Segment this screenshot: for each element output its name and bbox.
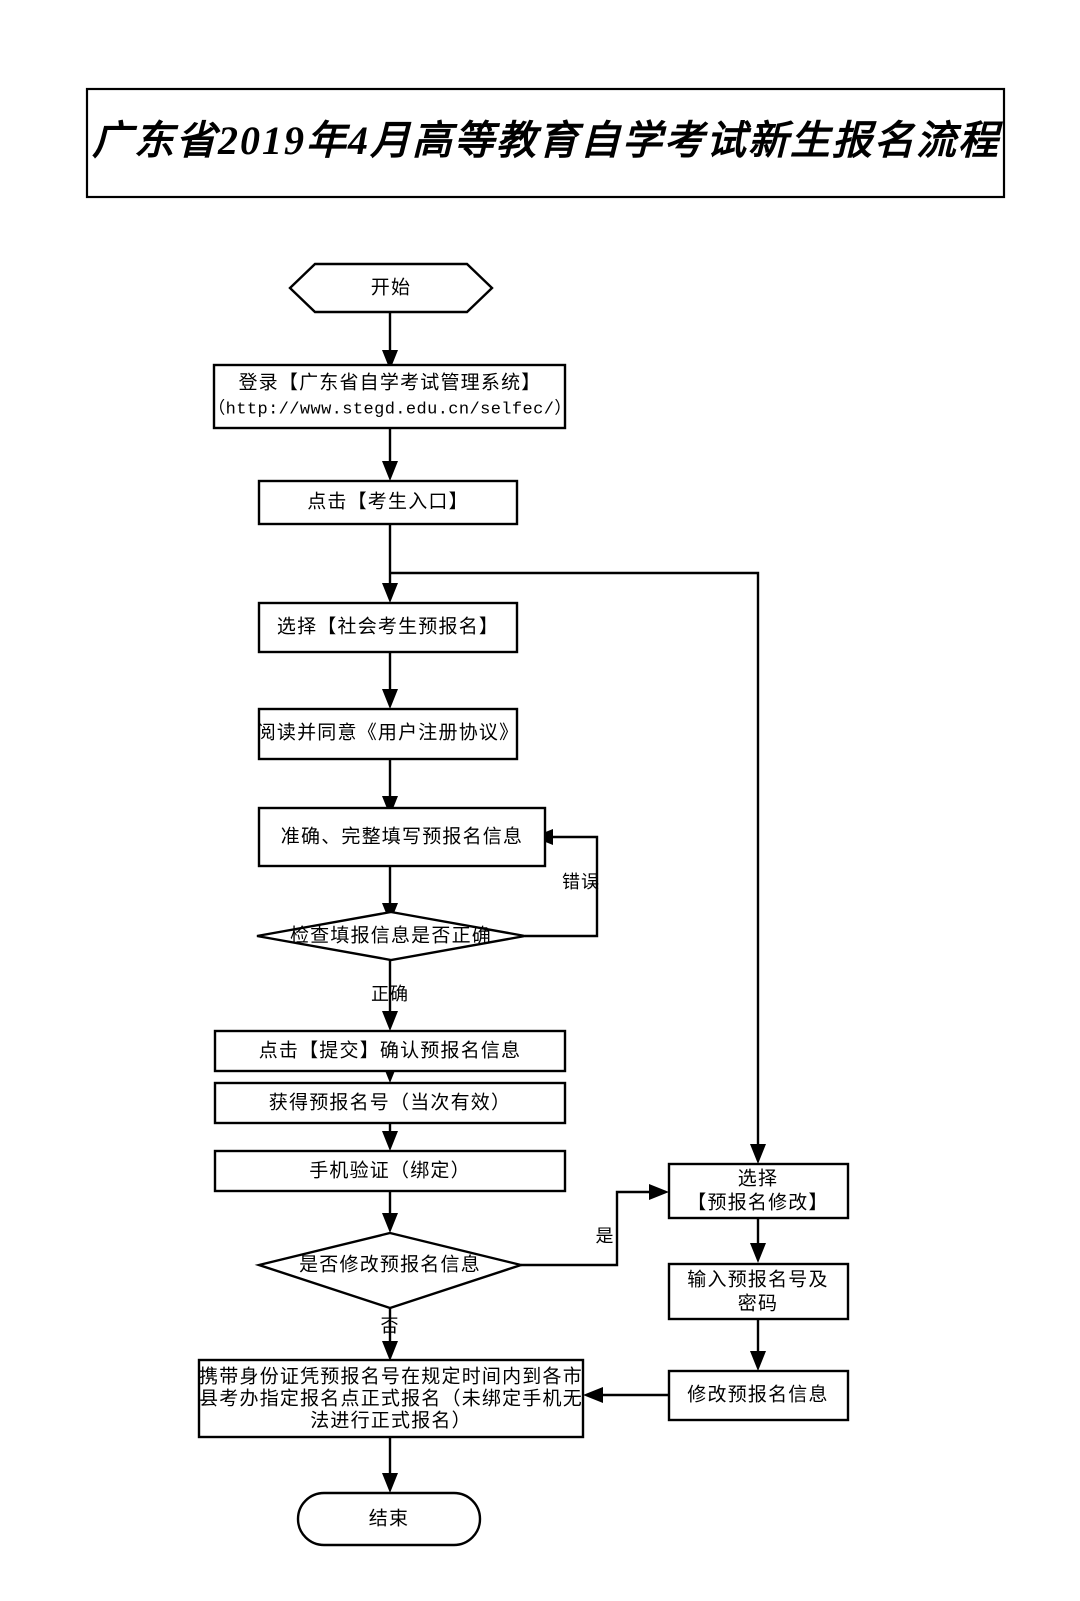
node-login[interactable]: 登录【广东省自学考试管理系统】 （http://www.stegd.edu.cn…: [208, 363, 571, 430]
node-entry-label: 点击【考生入口】: [307, 490, 469, 512]
edge-inputnumber-modifyinfo: [750, 1319, 766, 1371]
node-fillinfo-label: 准确、完整填写预报名信息: [281, 825, 523, 847]
node-agreement[interactable]: 阅读并同意《用户注册协议》: [257, 707, 520, 761]
modifyq-diamond: [254, 1231, 526, 1310]
login-box: [212, 363, 567, 430]
edge-prereg-agreement: [382, 652, 398, 709]
arrowhead-icon: [750, 1144, 766, 1164]
arrowhead-icon: [382, 350, 398, 370]
selectmodify-box: [667, 1162, 850, 1220]
prereg-box: [257, 601, 519, 654]
node-start[interactable]: 开始: [288, 262, 494, 314]
node-end-label: 结束: [369, 1507, 409, 1529]
start-hexagon: [288, 262, 494, 314]
arrowhead-icon: [382, 583, 398, 603]
node-end[interactable]: 结束: [296, 1491, 482, 1547]
getnumber-box: [213, 1081, 567, 1125]
node-prereg-label: 选择【社会考生预报名】: [277, 615, 499, 637]
node-formal-label-line2: 县考办指定报名点正式报名（未绑定手机无: [199, 1387, 583, 1409]
arrowhead-icon: [382, 1011, 398, 1031]
modifyinfo-box: [667, 1369, 850, 1422]
node-inputnumber-label-line1: 输入预报名号及: [687, 1268, 828, 1290]
arrowhead-icon: [750, 1243, 766, 1263]
node-phone[interactable]: 手机验证（绑定）: [213, 1149, 567, 1193]
arrowhead-icon: [382, 796, 398, 816]
node-submit[interactable]: 点击【提交】确认预报名信息: [213, 1029, 567, 1073]
node-login-url: （http://www.stegd.edu.cn/selfec/）: [208, 398, 571, 419]
arrowhead-icon: [382, 1213, 398, 1233]
node-formal-label-line1: 携带身份证凭预报名号在规定时间内到各市: [199, 1365, 583, 1387]
edge-label-yes: 是: [596, 1226, 615, 1246]
phone-box: [213, 1149, 567, 1193]
arrowhead-icon: [583, 1387, 603, 1403]
node-phone-label: 手机验证（绑定）: [309, 1159, 471, 1181]
formal-box: [197, 1358, 585, 1439]
node-modifyq[interactable]: 是否修改预报名信息: [254, 1231, 526, 1310]
node-fillinfo[interactable]: 准确、完整填写预报名信息: [257, 806, 547, 868]
edge-modifyinfo-formal: [583, 1387, 669, 1403]
arrowhead-icon: [649, 1184, 669, 1200]
edge-modifyq-selectmodify-yes: [521, 1184, 669, 1267]
arrowhead-icon: [750, 1351, 766, 1371]
node-checkinfo[interactable]: 检查填报信息是否正确: [256, 910, 526, 962]
edge-entry-prereg: [382, 524, 398, 603]
fillinfo-box: [257, 806, 547, 868]
checkinfo-diamond: [256, 910, 526, 962]
entry-box: [257, 479, 519, 526]
end-terminator: [296, 1491, 482, 1547]
edge-checkinfo-submit-correct: [382, 960, 398, 1031]
edge-start-login: [382, 312, 398, 370]
arrowhead-icon: [382, 689, 398, 709]
edge-selectmodify-inputnumber: [750, 1218, 766, 1263]
node-submit-label: 点击【提交】确认预报名信息: [259, 1039, 522, 1061]
node-prereg[interactable]: 选择【社会考生预报名】: [257, 601, 519, 654]
node-checkinfo-label: 检查填报信息是否正确: [290, 924, 492, 946]
node-getnumber[interactable]: 获得预报名号（当次有效）: [213, 1081, 567, 1125]
node-inputnumber[interactable]: 输入预报名号及 密码: [667, 1262, 850, 1321]
title-frame: [85, 87, 1006, 199]
edge-modifyq-formal-no: [382, 1308, 398, 1361]
node-agreement-label: 阅读并同意《用户注册协议》: [257, 721, 520, 743]
node-modifyinfo[interactable]: 修改预报名信息: [667, 1369, 850, 1422]
arrowhead-icon: [382, 1341, 398, 1361]
node-start-label: 开始: [371, 276, 411, 298]
arrowhead-icon: [382, 1131, 398, 1151]
edge-agreement-fillinfo: [382, 759, 398, 816]
node-modifyinfo-label: 修改预报名信息: [687, 1383, 828, 1405]
arrowhead-icon: [382, 1473, 398, 1493]
node-inputnumber-label-line2: 密码: [738, 1292, 778, 1314]
node-modifyq-label: 是否修改预报名信息: [299, 1253, 481, 1275]
node-formal[interactable]: 携带身份证凭预报名号在规定时间内到各市 县考办指定报名点正式报名（未绑定手机无 …: [197, 1358, 585, 1439]
node-selectmodify-label-line2: 【预报名修改】: [687, 1191, 828, 1213]
node-formal-label-line3: 法进行正式报名）: [310, 1409, 472, 1431]
edge-label-error: 错误: [562, 872, 600, 892]
node-login-label-line1: 登录【广东省自学考试管理系统】: [238, 371, 541, 393]
page-title: 广东省2019年4月高等教育自学考试新生报名流程: [92, 118, 1004, 163]
edge-label-correct: 正确: [371, 984, 409, 1004]
node-selectmodify-label-line1: 选择: [738, 1167, 778, 1189]
node-selectmodify[interactable]: 选择 【预报名修改】: [667, 1162, 850, 1220]
node-getnumber-label: 获得预报名号（当次有效）: [269, 1091, 511, 1113]
arrowhead-icon: [382, 461, 398, 481]
edge-formal-end: [382, 1437, 398, 1493]
inputnumber-box: [667, 1262, 850, 1321]
edge-login-entry: [382, 428, 398, 481]
submit-box: [213, 1029, 567, 1073]
edge-label-no: 否: [381, 1316, 400, 1336]
node-entry[interactable]: 点击【考生入口】: [257, 479, 519, 526]
agreement-box: [257, 707, 519, 761]
edge-entry-selectmodify: [390, 571, 766, 1164]
